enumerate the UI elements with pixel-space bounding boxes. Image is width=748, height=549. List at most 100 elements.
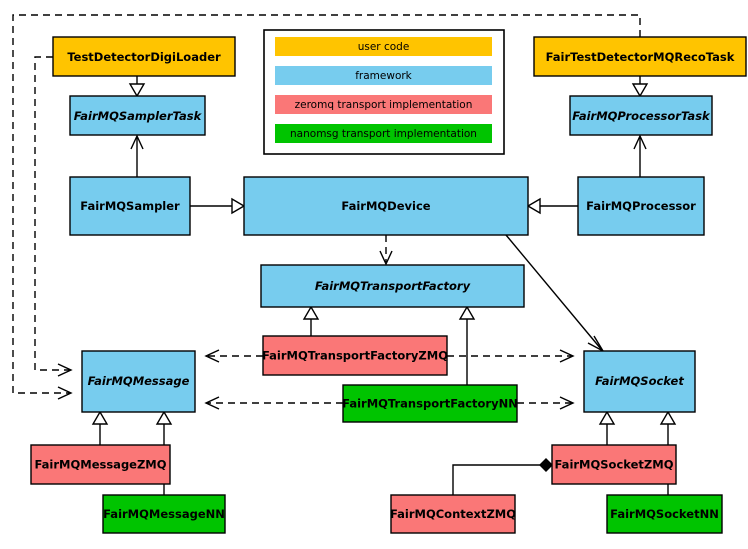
node-box[interactable]: [583, 350, 696, 413]
legend-swatch-zeromq: [275, 95, 492, 114]
node-box[interactable]: [243, 176, 529, 236]
edge-socketzmq-contextzmq: [452, 458, 553, 495]
node-label: FairMQMessageNN: [103, 507, 225, 521]
edge-recotask-processortask: [631, 76, 649, 98]
open-arrow-head: [57, 363, 73, 377]
open-arrow-head: [57, 386, 73, 400]
hollow-triangle-head: [155, 410, 173, 425]
node-label: FairMQSocketNN: [610, 507, 719, 521]
node-FairTestDetectorMQRecoTask[interactable]: FairTestDetectorMQRecoTask: [533, 36, 747, 77]
open-arrow-head: [559, 396, 575, 410]
node-FairMQMessage[interactable]: FairMQMessage: [81, 350, 196, 413]
node-box[interactable]: [260, 264, 525, 308]
open-arrow-head: [204, 349, 220, 363]
node-FairMQSampler[interactable]: FairMQSampler: [69, 176, 191, 236]
edge-recotask-message: [12, 14, 641, 400]
node-label: TestDetectorDigiLoader: [67, 50, 221, 64]
legend-label-user-code: user code: [358, 41, 410, 53]
legend-item-zeromq: zeromq transport implementation: [275, 95, 492, 114]
hollow-triangle-head: [598, 410, 616, 425]
node-box[interactable]: [102, 494, 226, 534]
node-FairMQMessageZMQ[interactable]: FairMQMessageZMQ: [30, 444, 171, 485]
legend-swatch-framework: [275, 66, 492, 85]
node-box[interactable]: [30, 444, 171, 485]
node-FairMQTransportFactoryNN[interactable]: FairMQTransportFactoryNN: [342, 384, 518, 423]
hollow-triangle-head: [659, 410, 677, 425]
edge-device-transportfactory: [379, 235, 393, 266]
node-label: FairMQSocketZMQ: [555, 458, 674, 472]
node-box[interactable]: [569, 95, 713, 136]
node-box[interactable]: [390, 494, 516, 534]
open-arrow-head: [379, 250, 393, 266]
node-label: FairMQContextZMQ: [390, 507, 516, 521]
node-box[interactable]: [551, 444, 677, 485]
node-layer: TestDetectorDigiLoader FairMQSamplerTask…: [30, 36, 747, 534]
node-label: FairMQTransportFactory: [315, 279, 471, 293]
hollow-triangle-head: [458, 305, 476, 320]
edge-factoryzmq-message: [204, 349, 263, 363]
node-box[interactable]: [81, 350, 196, 413]
open-arrow-head: [204, 396, 220, 410]
node-box[interactable]: [69, 176, 191, 236]
node-box[interactable]: [606, 494, 723, 534]
node-FairMQTransportFactory[interactable]: FairMQTransportFactory: [260, 264, 525, 308]
node-label: FairMQProcessorTask: [572, 109, 711, 123]
legend-label-nanomsg: nanomsg transport implementation: [290, 128, 477, 140]
node-box[interactable]: [262, 335, 448, 376]
node-box[interactable]: [577, 176, 705, 236]
node-label: FairMQSamplerTask: [74, 109, 203, 123]
node-label: FairTestDetectorMQRecoTask: [546, 50, 735, 64]
edge-processor-processortask: [633, 134, 647, 177]
node-FairMQProcessorTask[interactable]: FairMQProcessorTask: [569, 95, 713, 136]
node-label: FairMQMessageZMQ: [34, 458, 166, 472]
legend-item-user-code: user code: [275, 37, 492, 56]
legend-swatch-user-code: [275, 37, 492, 56]
open-arrow-head: [559, 349, 575, 363]
hollow-triangle-head: [526, 197, 541, 215]
edge-factorynn-factory: [458, 305, 476, 385]
edge-processor-device: [526, 197, 578, 215]
edge-factorynn-message: [204, 396, 343, 410]
legend-item-framework: framework: [275, 66, 492, 85]
edge-digiloader-message: [34, 56, 73, 377]
edge-digiloader-samplertask: [128, 76, 146, 98]
node-FairMQSocket[interactable]: FairMQSocket: [583, 350, 696, 413]
node-FairMQSamplerTask[interactable]: FairMQSamplerTask: [69, 95, 206, 136]
legend-swatch-nanomsg: [275, 124, 492, 143]
node-FairMQMessageNN[interactable]: FairMQMessageNN: [102, 494, 226, 534]
hollow-triangle-head: [231, 197, 246, 215]
hollow-triangle-head: [631, 83, 649, 98]
node-FairMQSocketNN[interactable]: FairMQSocketNN: [606, 494, 723, 534]
legend-label-framework: framework: [355, 70, 412, 82]
node-box[interactable]: [69, 95, 206, 136]
node-label: FairMQTransportFactoryNN: [342, 397, 518, 411]
hollow-triangle-head: [91, 410, 109, 425]
node-label: FairMQDevice: [341, 199, 430, 213]
node-box[interactable]: [52, 36, 236, 77]
edge-sampler-samplertask: [130, 134, 144, 177]
edge-socketzmq-socket: [598, 410, 616, 445]
node-label: FairMQTransportFactoryZMQ: [262, 349, 448, 363]
open-arrow-head: [633, 134, 647, 150]
node-FairMQContextZMQ[interactable]: FairMQContextZMQ: [390, 494, 516, 534]
hollow-triangle-head: [128, 83, 146, 98]
node-label: FairMQMessage: [88, 374, 190, 388]
legend: user code framework zeromq transport imp…: [263, 29, 505, 155]
node-label: FairMQSocket: [595, 374, 684, 388]
legend-label-zeromq: zeromq transport implementation: [295, 99, 473, 111]
edge-factorynn-socket: [517, 396, 575, 410]
open-arrow-head: [130, 134, 144, 150]
node-FairMQProcessor[interactable]: FairMQProcessor: [577, 176, 705, 236]
edge-factoryzmq-factory: [302, 305, 320, 336]
node-label: FairMQProcessor: [586, 199, 696, 213]
edge-factoryzmq-socket: [447, 349, 575, 363]
node-TestDetectorDigiLoader[interactable]: TestDetectorDigiLoader: [52, 36, 236, 77]
node-box[interactable]: [342, 384, 518, 423]
node-box[interactable]: [533, 36, 747, 77]
node-FairMQTransportFactoryZMQ[interactable]: FairMQTransportFactoryZMQ: [262, 335, 448, 376]
node-FairMQDevice[interactable]: FairMQDevice: [243, 176, 529, 236]
hollow-triangle-head: [302, 305, 320, 320]
node-FairMQSocketZMQ[interactable]: FairMQSocketZMQ: [551, 444, 677, 485]
edge-sampler-device: [190, 197, 246, 215]
